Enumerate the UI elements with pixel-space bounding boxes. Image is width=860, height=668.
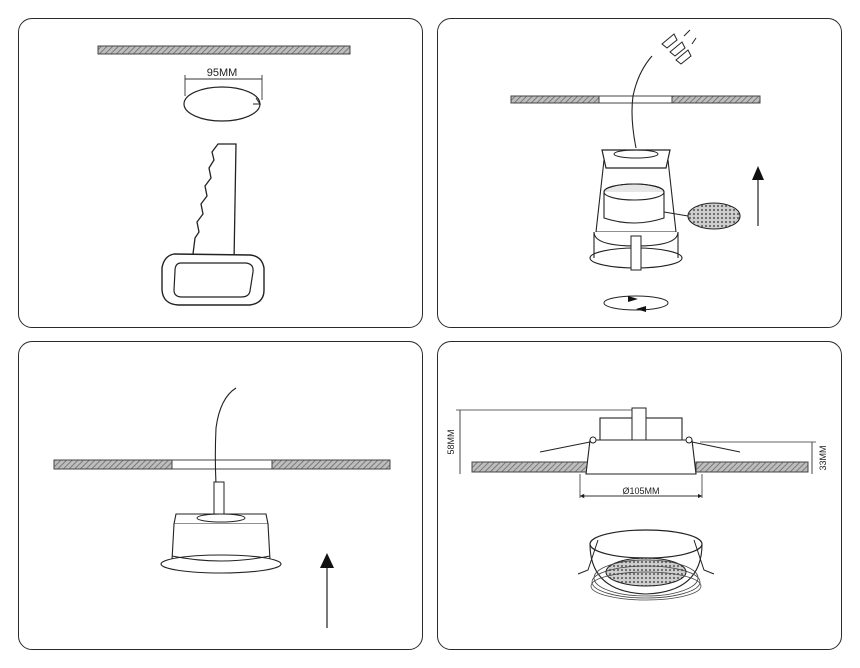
rotate-arrows-icon <box>603 295 669 312</box>
ceiling-panel <box>97 45 351 55</box>
hole-saw-icon <box>161 143 265 306</box>
mesh-filter-icon <box>663 202 741 230</box>
fixture-perspective <box>577 529 715 601</box>
diameter-label: Ø105MM <box>622 486 659 496</box>
wire-icon <box>631 29 697 149</box>
wire-icon <box>213 387 237 517</box>
cutout-diameter-label: 95MM <box>207 67 238 79</box>
lamp-body <box>160 513 282 574</box>
arrow-up-icon <box>320 553 334 628</box>
height-label: 58MM <box>446 429 456 454</box>
ceiling-panel <box>510 95 761 104</box>
depth-label: 33MM <box>818 445 828 470</box>
depth-dimension: 33MM <box>700 441 828 474</box>
lamp-body <box>539 407 741 475</box>
cutout-circle <box>183 86 261 122</box>
cutout-dimension: 95MM <box>184 67 263 100</box>
diameter-dimension: Ø105MM <box>579 474 703 499</box>
height-dimension: 58MM <box>446 409 640 474</box>
arrow-up-icon <box>752 166 764 226</box>
step-2-panel <box>437 18 842 328</box>
ceiling-panel <box>53 459 391 470</box>
lamp-body <box>589 149 683 271</box>
